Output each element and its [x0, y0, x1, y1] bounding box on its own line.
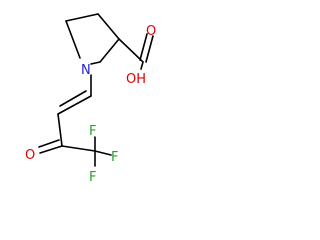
molecule-structure: N O OH O F F F [25, 13, 156, 185]
bond-ring-c3-c2 [99, 38, 120, 63]
bond-cf3-f-right [94, 150, 112, 156]
bond-vinyl-double-a [57, 95, 92, 115]
bond-acid-carbonyl-a [139, 33, 148, 61]
bond-ketone-to-cf3 [61, 145, 96, 152]
bond-ring-c5-c4 [65, 13, 99, 22]
bond-ring-n-c5 [65, 20, 81, 59]
atom-label-ketone-oxygen: O [25, 148, 35, 163]
bond-c2-acid-carbon [118, 38, 144, 63]
bond-ring-c4-c3 [97, 13, 120, 40]
atom-label-acid-carbonyl-oxygen: O [146, 24, 156, 39]
bond-ketone-double-a [39, 145, 63, 154]
structure-canvas: N O OH O F F F [25, 13, 157, 185]
bond-ketone-double-b [38, 139, 60, 148]
atom-label-fluorine-bottom: F [89, 170, 96, 185]
bond-acid-hydroxyl [140, 61, 144, 70]
atom-label-nitrogen: N [81, 63, 91, 78]
atom-label-fluorine-top: F [89, 124, 96, 139]
atom-label-hydroxyl: OH [126, 72, 146, 87]
bond-acid-carbonyl-b [145, 35, 154, 63]
bond-vinyl-double-b [59, 90, 87, 107]
bond-vinyl-to-ketone-carbon [57, 113, 63, 147]
bond-ring-c2-n [90, 61, 101, 65]
atom-label-fluorine-right: F [111, 150, 118, 165]
